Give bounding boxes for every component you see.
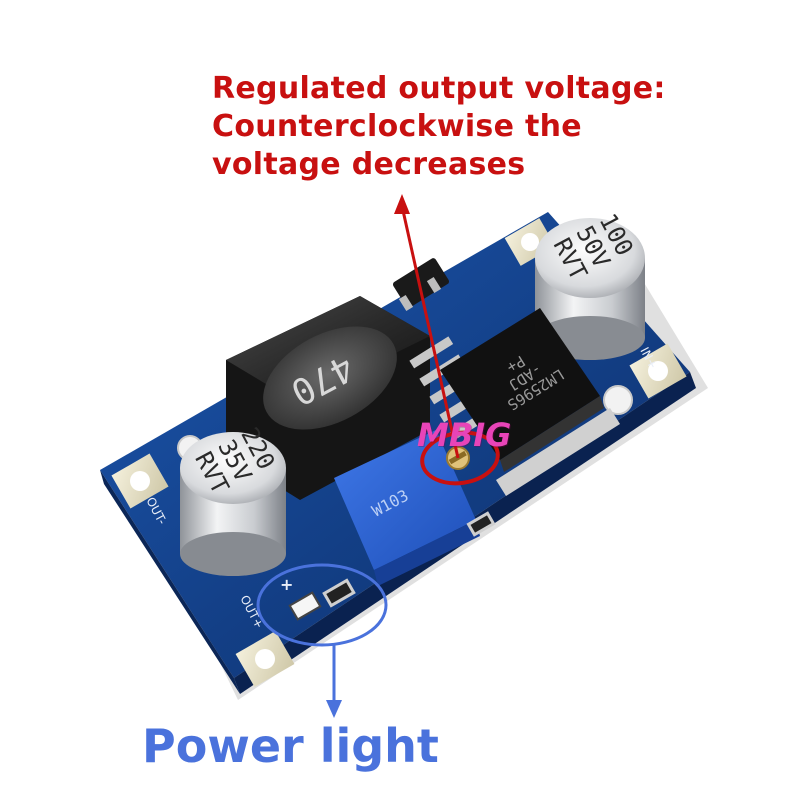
power-light-annotation [256, 563, 388, 718]
chip-tab [496, 408, 620, 496]
brand-watermark: MBIG [417, 416, 512, 454]
power-led [288, 591, 322, 621]
potentiometer: W103 [334, 430, 480, 586]
pad-out-minus [111, 453, 169, 509]
mount-hole-right [603, 385, 633, 415]
screw-highlight-circle [420, 430, 500, 486]
lm2596-chip: LM2596S -ADJ P+ [409, 308, 620, 496]
arrow-up-icon [394, 194, 410, 214]
callout-line-3: voltage decreases [212, 147, 526, 182]
smd-resistor [322, 578, 356, 608]
silk-plus: + [280, 575, 293, 594]
arrow-down-icon [326, 700, 342, 718]
pad-out-plus [235, 631, 295, 687]
inductor-coil [263, 326, 397, 430]
callout-line-1: Regulated output voltage: [212, 71, 666, 106]
capacitor-100uf: 100 50V RVT [535, 209, 645, 360]
pad-in-plus [629, 343, 687, 399]
small-ic [392, 258, 450, 312]
capacitor-220uf: 220 35V RVT [180, 423, 286, 576]
callout-line-2: Counterclockwise the [212, 109, 582, 144]
power-light-label: Power light [142, 719, 439, 773]
red-arrow-line [400, 205, 460, 459]
pcb-left-edge [100, 470, 240, 694]
smd-diode [466, 511, 496, 537]
power-led-area [288, 511, 496, 621]
pad-in-minus [504, 218, 556, 266]
adjust-annotation [394, 194, 500, 486]
mounting-pads [111, 218, 687, 687]
led-highlight-circle [256, 563, 388, 647]
regulated-voltage-callout: Regulated output voltage: Counterclockwi… [212, 70, 772, 184]
